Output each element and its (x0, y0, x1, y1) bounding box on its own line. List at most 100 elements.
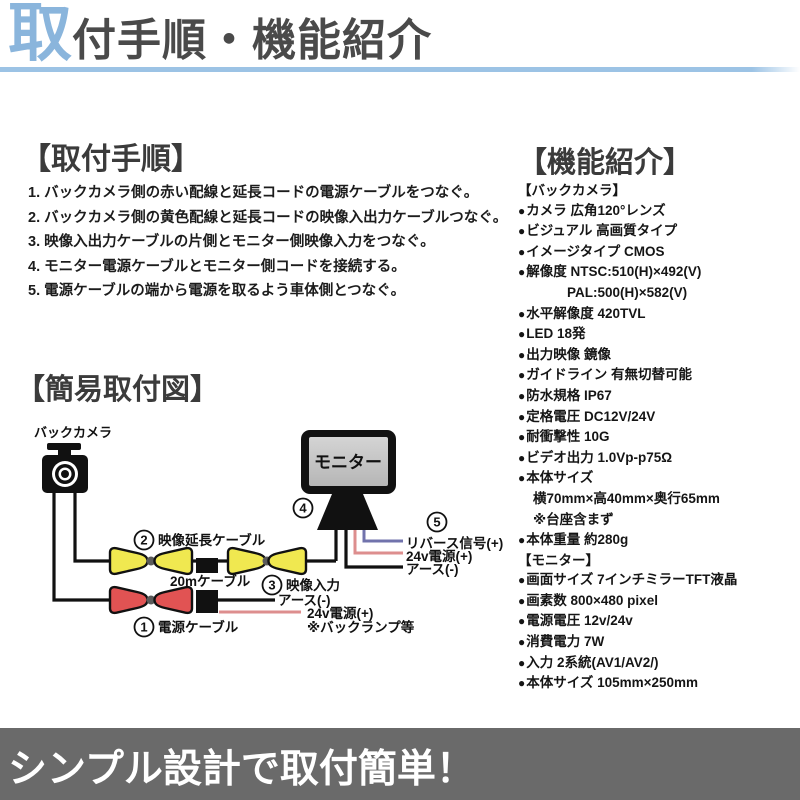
footer-slogan: シンプル設計で取付簡単！ (8, 748, 475, 791)
bullet-icon: ● (518, 655, 526, 670)
svg-text:3: 3 (268, 578, 275, 593)
spec-text: 本体サイズ (526, 470, 594, 486)
camera-spec-list: ●カメラ 広角120°レンズ ●ビジュアル 高画質タイプ ●イメージタイプ CM… (518, 201, 796, 551)
spec-item: ●耐衝撃性 10G (518, 427, 796, 448)
spec-item: ●解像度 NTSC:510(H)×492(V) (518, 262, 796, 283)
bullet-icon: ● (518, 409, 526, 424)
monitor-spec-list: ●画面サイズ 7インチミラーTFT液晶 ●画素数 800×480 pixel ●… (518, 570, 796, 694)
spec-text: 出力映像 鏡像 (526, 346, 612, 362)
spec-text: 電源電圧 12v/24v (526, 613, 633, 629)
red-connector-icon (153, 585, 194, 615)
power-cable-label: 電源ケーブル (158, 619, 239, 635)
spec-item: ●カメラ 広角120°レンズ (518, 201, 796, 222)
bullet-icon: ● (518, 306, 526, 321)
svg-text:4: 4 (299, 501, 307, 516)
spec-text: 防水規格 IP67 (526, 387, 612, 403)
install-steps: 1.バックカメラ側の赤い配線と延長コードの電源ケーブルをつなぐ。 2.バックカメ… (28, 181, 508, 304)
monitor-power-wire (353, 530, 403, 555)
spec-item: ●画素数 800×480 pixel (518, 591, 796, 612)
spec-item: ●本体重量 約280g (518, 530, 796, 551)
diagram-heading: 【簡易取付図】 (16, 374, 220, 406)
spec-item: ●本体サイズ 105mm×250mm (518, 673, 796, 694)
install-step: 1.バックカメラ側の赤い配線と延長コードの電源ケーブルをつなぐ。 (28, 181, 508, 206)
spec-item: ●防水規格 IP67 (518, 386, 796, 407)
step-number: 1. (28, 185, 41, 201)
spec-item: ※台座含まず (518, 510, 796, 531)
reverse-signal-label: リバース信号(+) (406, 535, 503, 551)
yellow-connector-icon (153, 546, 194, 576)
bullet-icon: ● (518, 347, 526, 362)
title-accent-char: 取 (8, 0, 72, 69)
cable-20m-label: 20mケーブル (170, 573, 251, 589)
bullet-icon: ● (518, 471, 526, 486)
spec-text: 水平解像度 420TVL (526, 305, 646, 321)
bullet-icon: ● (518, 368, 526, 383)
yellow-connector-icon (267, 546, 308, 576)
step-text: バックカメラ側の赤い配線と延長コードの電源ケーブルをつなぐ。 (44, 185, 479, 201)
spec-item: ●電源電圧 12v/24v (518, 611, 796, 632)
bullet-icon: ● (518, 593, 526, 608)
spec-text: ビデオ出力 1.0Vp-p75Ω (526, 449, 673, 465)
spec-item: ●画面サイズ 7インチミラーTFT液晶 (518, 570, 796, 591)
back-camera-icon (42, 443, 88, 493)
title-underline (0, 67, 800, 72)
step-number: 4. (28, 258, 41, 275)
bullet-icon: ● (518, 450, 526, 465)
spec-text: カメラ 広角120°レンズ (526, 202, 666, 218)
spec-text: 解像度 NTSC:510(H)×492(V) (526, 264, 702, 280)
bullet-icon: ● (518, 573, 526, 588)
features-heading: 【機能紹介】 (518, 147, 693, 179)
svg-text:2: 2 (140, 533, 147, 548)
bullet-icon: ● (518, 203, 526, 218)
bullet-icon: ● (518, 676, 526, 691)
bullet-icon: ● (518, 430, 526, 445)
monitor-stand-icon (317, 494, 378, 530)
spec-text: ビジュアル 高画質タイプ (526, 223, 678, 239)
title-text: 付手順・機能紹介 (72, 16, 432, 65)
page-title: 取付手順・機能紹介 (0, 0, 800, 68)
callout-5: 5 (426, 511, 448, 533)
earth-left-label: アース(-) (278, 593, 331, 608)
step-text: バックカメラ側の黄色配線と延長コードの映像入出力ケーブルつなぐ。 (44, 209, 508, 226)
bullet-icon: ● (518, 327, 526, 342)
camera-video-cable-line (73, 491, 112, 563)
yellow-connector-icon (108, 546, 149, 576)
callout-1: 1 (133, 616, 155, 638)
callout-4: 4 (292, 497, 314, 519)
spec-text: ガイドライン 有無切替可能 (526, 367, 693, 383)
svg-text:5: 5 (433, 515, 440, 530)
monitor-earth-wire (344, 530, 403, 569)
spec-item: ●ビデオ出力 1.0Vp-p75Ω (518, 448, 796, 469)
spec-text: PAL:500(H)×582(V) (567, 284, 688, 300)
bullet-icon: ● (518, 224, 526, 239)
features-section: 【機能紹介】 【バックカメラ】 ●カメラ 広角120°レンズ ●ビジュアル 高画… (518, 145, 796, 694)
power-right-label: 24v電源(+) (406, 548, 472, 564)
cable-label-chip (167, 573, 251, 590)
monitor-label: モニター (314, 453, 382, 472)
spec-item: ●消費電力 7W (518, 632, 796, 653)
red-connector-icon (108, 585, 149, 615)
spec-item: ●ガイドライン 有無切替可能 (518, 365, 796, 386)
title-row: 取付手順・機能紹介 (8, 2, 432, 66)
camera-power-cable-line (52, 491, 112, 602)
monitor-section-title: 【モニター】 (518, 552, 599, 568)
bullet-icon: ● (518, 244, 526, 259)
step-text: 電源ケーブルの端から電源を取るよう車体側とつなぐ。 (44, 283, 406, 300)
bullet-icon: ● (518, 614, 526, 629)
footer-banner: シンプル設計で取付簡単！ (0, 728, 800, 800)
step-number: 3. (28, 234, 41, 251)
spec-text: イメージタイプ CMOS (526, 243, 665, 259)
spec-item: ●出力映像 鏡像 (518, 345, 796, 366)
spec-item: 横70mm×高40mm×奥行65mm (518, 489, 796, 510)
monitor-reverse-wire (362, 530, 403, 543)
video-extension-cable-label: 映像延長ケーブル (158, 532, 266, 548)
camera-section-title: 【バックカメラ】 (518, 183, 626, 198)
install-step: 3.映像入出力ケーブルの片側とモニター側映像入力をつなぐ。 (28, 230, 508, 255)
spec-text: 定格電圧 DC12V/24V (526, 408, 656, 424)
video-input-label: 映像入力 (286, 577, 340, 593)
spec-text: 耐衝撃性 10G (526, 429, 610, 445)
spec-item: ●イメージタイプ CMOS (518, 242, 796, 263)
spec-item: ●ビジュアル 高画質タイプ (518, 221, 796, 242)
wiring-diagram: 20mケーブル バックカメラ (0, 420, 520, 645)
power-left-label: 24v電源(+) (307, 605, 373, 621)
